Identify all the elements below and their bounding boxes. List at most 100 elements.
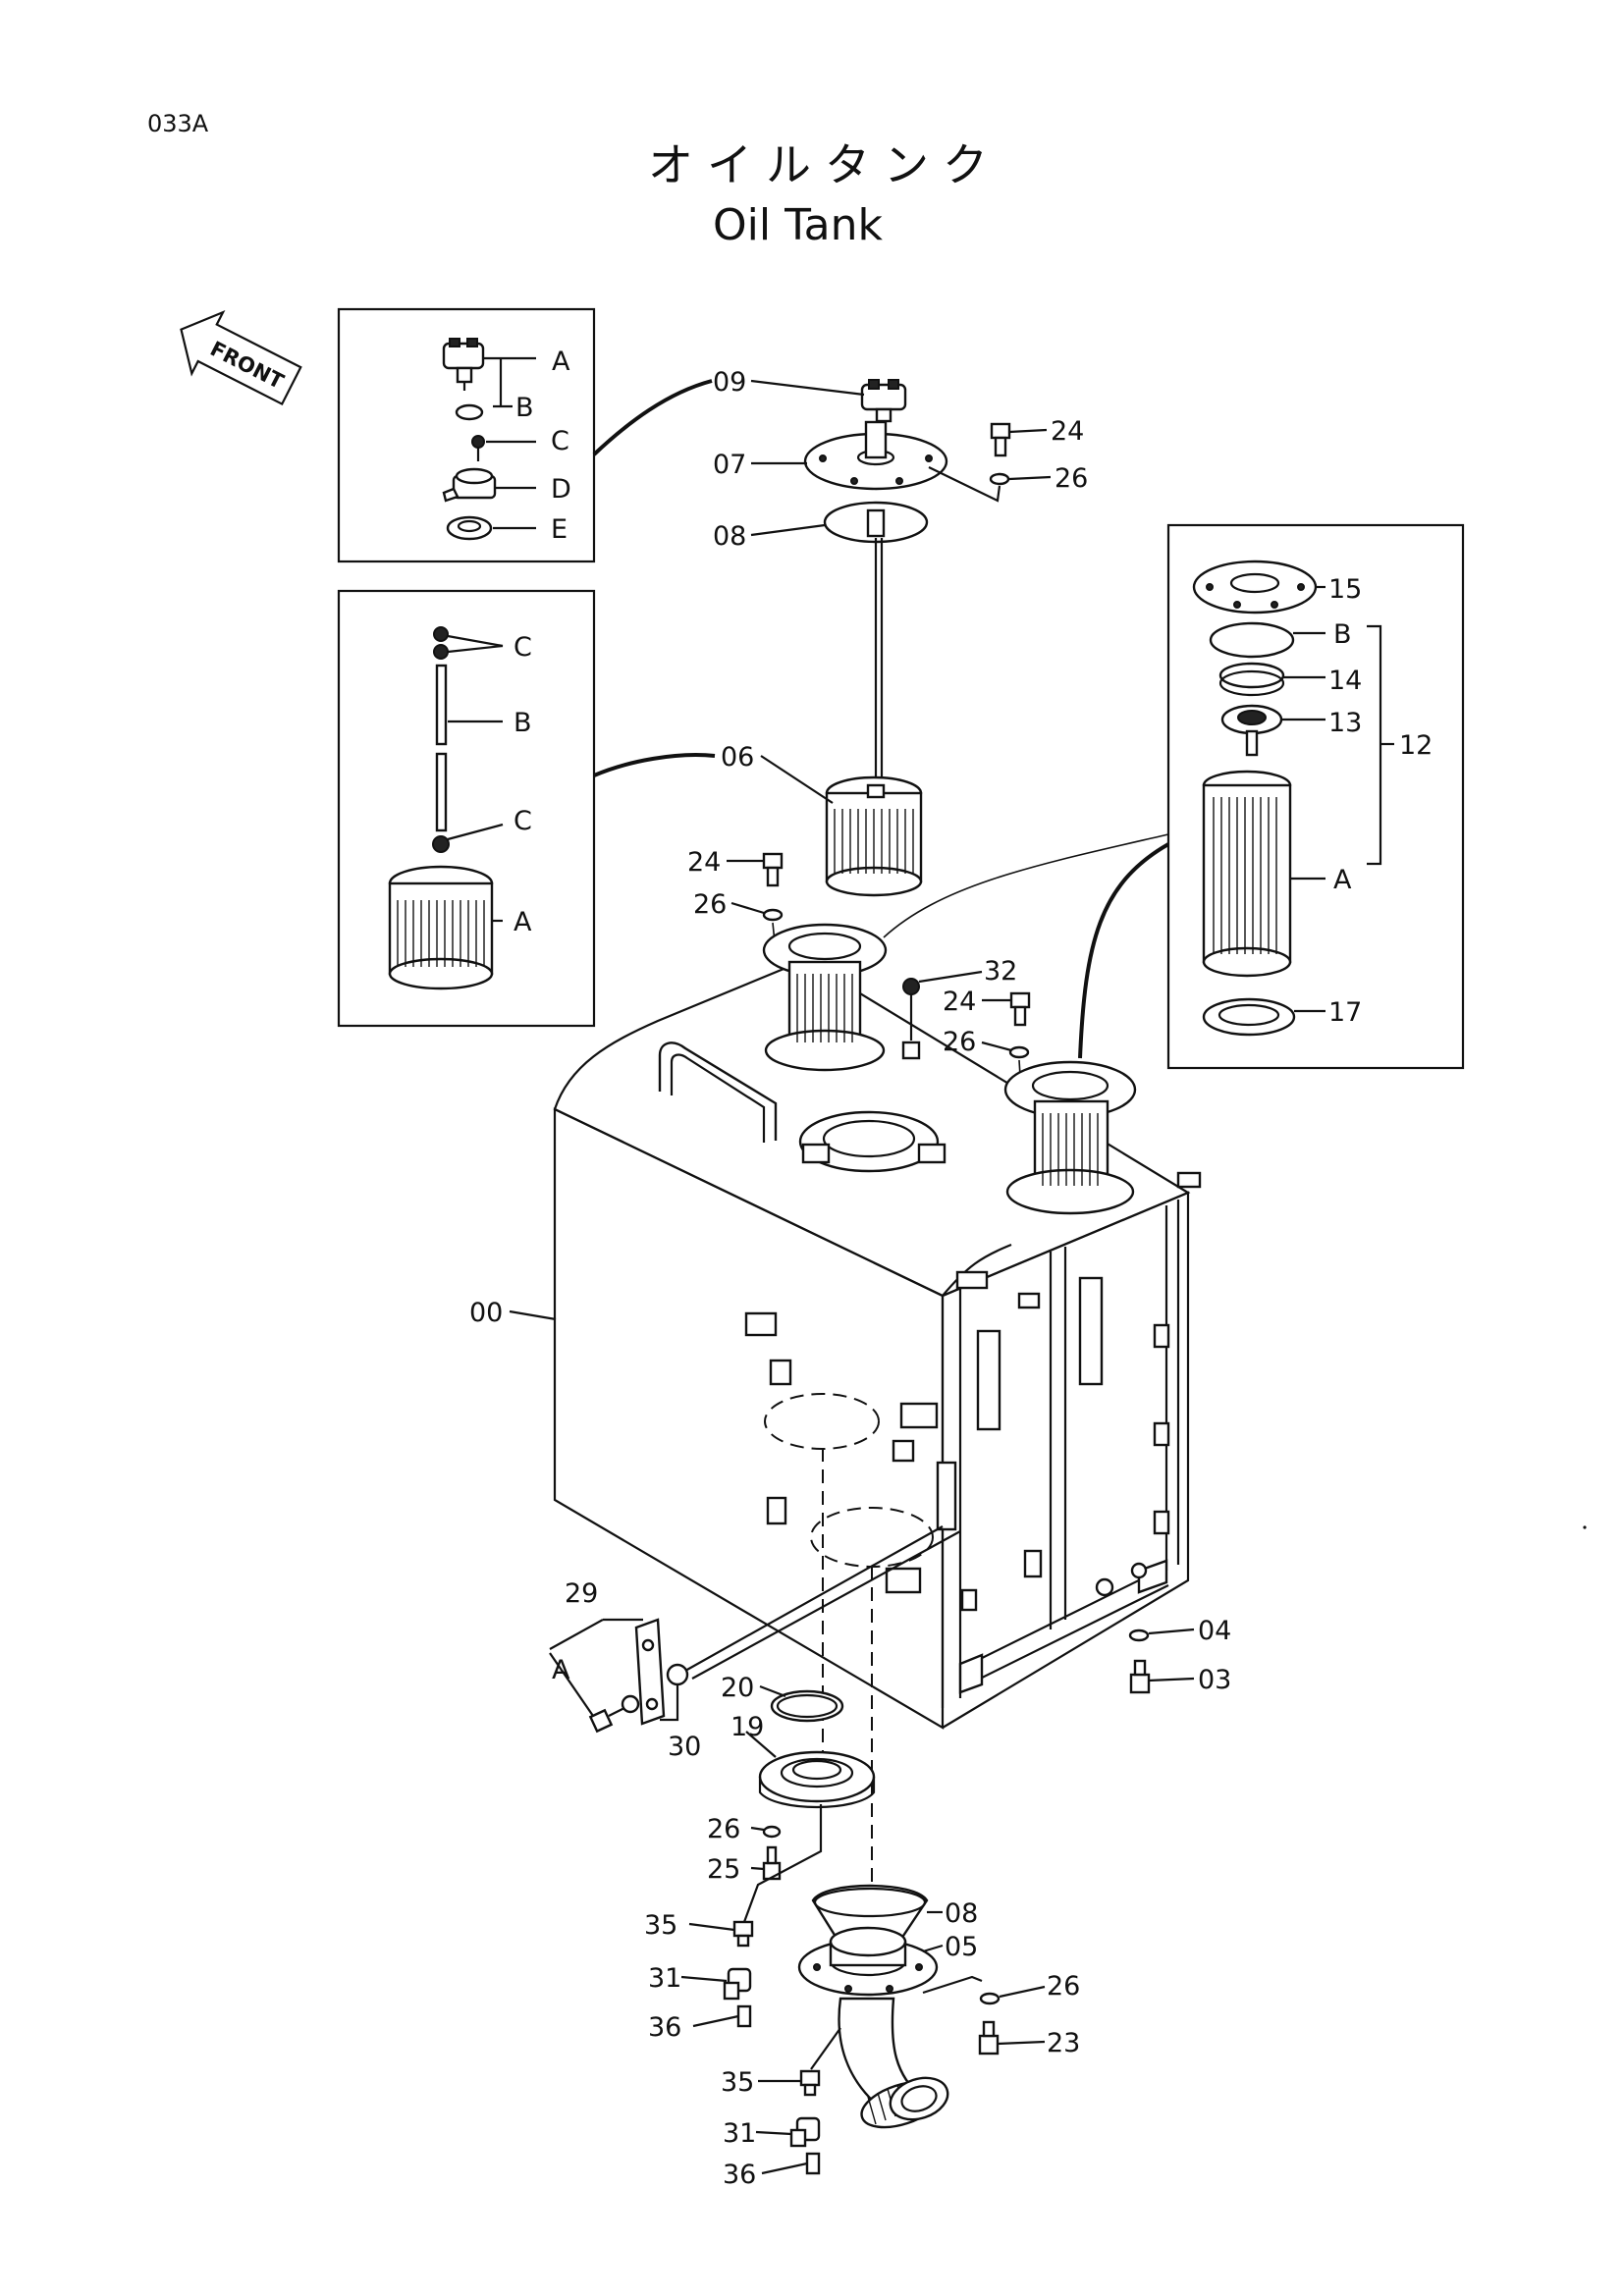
elbow-31-left xyxy=(723,1967,752,2001)
label-26-mid: 26 xyxy=(693,889,727,920)
inset-filter-label-c-top: C xyxy=(514,632,532,663)
label-08-bottom: 08 xyxy=(945,1898,978,1929)
cap-oring xyxy=(455,403,484,421)
label-09: 09 xyxy=(713,367,746,398)
label-04: 04 xyxy=(1198,1616,1231,1646)
tank-neck-right xyxy=(1003,1060,1137,1215)
return-oring-b xyxy=(1209,621,1295,659)
page-code: 033A xyxy=(147,110,209,137)
return-inset-link-2 xyxy=(883,833,1169,938)
top-gasket xyxy=(823,501,929,544)
label-35-bottom: 35 xyxy=(721,2067,754,2098)
label-23: 23 xyxy=(1047,2028,1080,2058)
label-36-bottom: 36 xyxy=(723,2160,756,2190)
cap-adapter xyxy=(442,467,497,503)
label-36-left: 36 xyxy=(648,2012,681,2043)
inset-filter-label-b: B xyxy=(514,708,532,738)
label-06: 06 xyxy=(721,742,754,773)
bolt-25 xyxy=(762,1845,782,1881)
flange-19 xyxy=(758,1750,876,1809)
cap-screw xyxy=(471,435,485,449)
label-32: 32 xyxy=(984,956,1017,987)
label-31-bottom: 31 xyxy=(723,2118,756,2149)
fitting-35-bottom xyxy=(799,2069,821,2097)
label-03: 03 xyxy=(1198,1665,1231,1695)
label-07: 07 xyxy=(713,450,746,480)
inset-cap-assembly: A B C D E xyxy=(337,307,596,563)
elbow-31-bottom xyxy=(789,2116,821,2148)
return-cover-15 xyxy=(1192,560,1318,614)
suction-filter-06 xyxy=(825,775,923,897)
cap-knob xyxy=(442,338,485,391)
washer-26-bottom xyxy=(979,1992,1001,2005)
label-24-top: 24 xyxy=(1051,416,1084,447)
return-seal-17 xyxy=(1202,997,1296,1037)
plug-36-left xyxy=(736,2004,752,2028)
plug-36-bottom xyxy=(805,2152,821,2175)
return-inset-link-1 xyxy=(1078,842,1169,1059)
inset-filter-label-c-bottom: C xyxy=(514,806,532,836)
bolt-03 xyxy=(1129,1659,1151,1694)
label-26-bottom: 26 xyxy=(1047,1971,1080,2002)
label-13: 13 xyxy=(1328,708,1362,738)
label-30: 30 xyxy=(668,1732,701,1762)
label-a-bracket: A xyxy=(552,1655,570,1685)
top-cover-plate xyxy=(803,420,948,491)
label-26-low: 26 xyxy=(707,1814,740,1844)
tank-neck-left xyxy=(762,923,888,1072)
bracket-29 xyxy=(634,1618,666,1726)
label-08-top: 08 xyxy=(713,521,746,552)
label-31-left: 31 xyxy=(648,1963,681,1994)
inset-frame-3 xyxy=(1166,523,1465,1070)
filter-inset-link xyxy=(593,753,716,777)
oring-20 xyxy=(770,1689,844,1723)
inset-cap-label-e: E xyxy=(551,514,568,545)
label-14: 14 xyxy=(1328,666,1362,696)
bolt-24-top xyxy=(990,422,1011,457)
inset-cap-label-b: B xyxy=(515,393,534,423)
inset-filter-element xyxy=(388,865,494,990)
cap-inset-link xyxy=(592,379,713,456)
label-15: 15 xyxy=(1328,574,1362,605)
label-19: 19 xyxy=(730,1712,764,1742)
bolt-24-right xyxy=(1009,991,1031,1027)
inset-frame xyxy=(337,307,596,563)
inset-filter-label-a: A xyxy=(514,907,532,937)
cap-ring xyxy=(446,515,493,541)
bolt-a-bracket xyxy=(588,1694,640,1734)
label-24-mid: 24 xyxy=(687,847,721,878)
return-spring-14 xyxy=(1218,662,1285,697)
label-a-right: A xyxy=(1333,865,1352,895)
label-00: 00 xyxy=(469,1298,503,1328)
bolt-24-mid xyxy=(762,852,784,887)
label-25: 25 xyxy=(707,1854,740,1885)
spacer-30 xyxy=(666,1663,689,1686)
stray-dot xyxy=(1583,1525,1587,1529)
title-english: Oil Tank xyxy=(713,200,884,250)
inset-suction-filter: C B C A xyxy=(337,589,596,1028)
label-05: 05 xyxy=(945,1932,978,1962)
label-b-right: B xyxy=(1333,619,1352,650)
inset-return-filter: 15 B 14 13 12 A 17 xyxy=(1166,523,1465,1070)
oil-tank-body xyxy=(553,923,1202,1904)
inset-cap-label-d: D xyxy=(551,474,571,505)
washer-26-low xyxy=(762,1825,782,1839)
return-valve-13 xyxy=(1220,704,1283,757)
label-24-right: 24 xyxy=(943,987,976,1017)
outlet-pipe-05 xyxy=(797,1926,949,2129)
fitting-35-left xyxy=(732,1920,754,1948)
title-japanese: オイルタンク xyxy=(648,138,1001,191)
washer-04 xyxy=(1128,1629,1150,1642)
label-12: 12 xyxy=(1399,730,1433,761)
washer-26-right xyxy=(1008,1045,1030,1059)
front-arrow-icon: FRONT xyxy=(180,309,302,406)
top-breather-cap xyxy=(860,379,907,423)
washer-26-mid xyxy=(762,908,784,922)
plug-32 xyxy=(901,978,921,1060)
label-17: 17 xyxy=(1328,997,1362,1028)
label-35-left: 35 xyxy=(644,1910,677,1941)
label-29: 29 xyxy=(565,1578,598,1609)
label-20: 20 xyxy=(721,1673,754,1703)
inset-cap-label-c: C xyxy=(551,426,569,456)
